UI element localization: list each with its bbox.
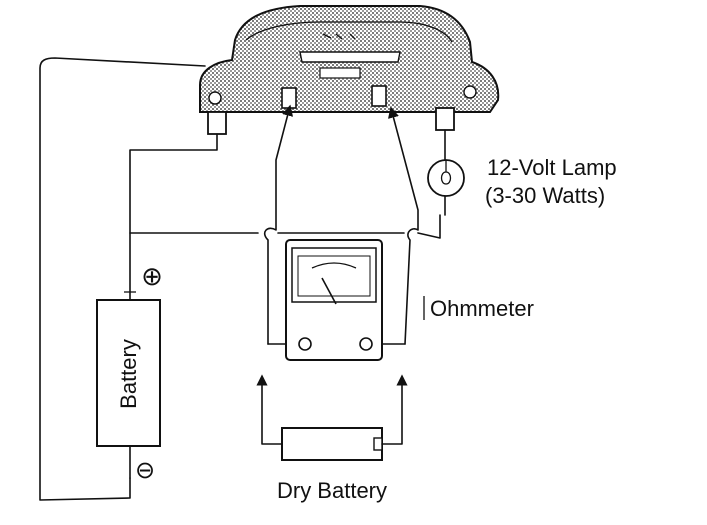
ohmmeter <box>285 239 383 361</box>
ohmmeter-terminal-left <box>298 337 312 351</box>
lamp-label-line2: (3-30 Watts) <box>485 183 605 208</box>
dry-battery <box>256 374 408 461</box>
battery: Battery <box>96 291 161 479</box>
ohmmeter-label: Ohmmeter <box>430 296 534 321</box>
lamp-symbol <box>427 159 465 197</box>
regulator-housing <box>199 5 500 113</box>
dry-battery-label: Dry Battery <box>277 478 387 503</box>
lamp-label-line1: 12-Volt Lamp <box>487 155 617 180</box>
terminals <box>207 85 455 135</box>
terminal-mid-left <box>281 87 297 109</box>
terminal-right <box>435 107 455 131</box>
ohmmeter-terminal-right <box>359 337 373 351</box>
wiring <box>39 57 446 501</box>
battery-minus-symbol: ⊖ <box>135 457 155 484</box>
battery-plus-symbol: ⊕ <box>141 261 163 291</box>
battery-label: Battery <box>116 339 141 409</box>
ohmmeter-needle <box>321 277 337 305</box>
terminal-left <box>207 111 227 135</box>
terminal-mid-right <box>371 85 387 107</box>
